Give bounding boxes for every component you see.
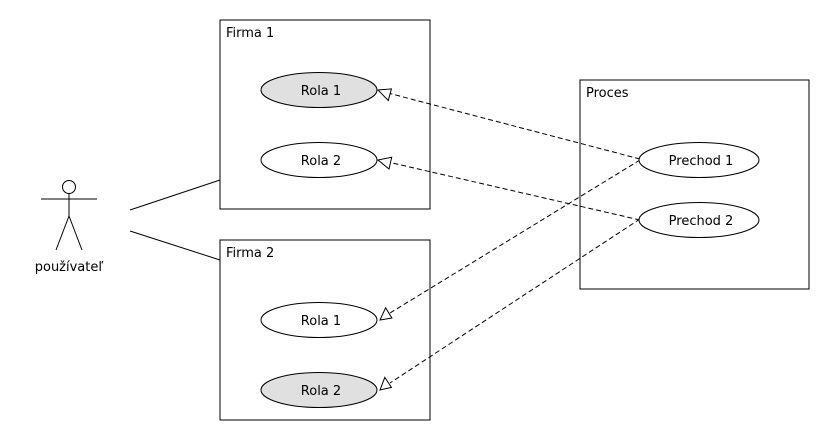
arrowhead-firma-2-rola-2 xyxy=(379,376,393,391)
box-firma-1: Firma 1 xyxy=(219,19,431,210)
arrowhead-firma-2-rola-1 xyxy=(379,306,393,321)
arrowhead-firma-1-rola-2 xyxy=(376,156,393,170)
usecase-firma-2-rola-1: Rola 1 xyxy=(260,302,378,338)
usecase-label: Rola 1 xyxy=(301,314,341,329)
association-firma-1 xyxy=(129,179,221,211)
association-firma-2 xyxy=(129,230,221,261)
box-title-proces: Proces xyxy=(586,86,629,101)
usecase-label: Prechod 2 xyxy=(669,214,734,229)
usecase-label: Rola 1 xyxy=(301,84,341,99)
realization-prechod-2-to-firma-1-rola-2 xyxy=(387,161,641,221)
arrowhead-firma-1-rola-1 xyxy=(376,88,393,102)
usecase-label: Rola 2 xyxy=(301,384,341,399)
actor-user: používateľ xyxy=(35,180,104,275)
usecase-label: Prechod 1 xyxy=(669,154,734,169)
usecase-firma-2-rola-2: Rola 2 xyxy=(260,372,378,408)
usecase-firma-1-rola-2: Rola 2 xyxy=(260,142,378,178)
usecase-prechod-2: Prechod 2 xyxy=(638,202,760,238)
realization-prechod-2-to-firma-2-rola-2 xyxy=(389,218,641,384)
box-firma-2: Firma 2 xyxy=(219,239,431,421)
usecase-prechod-1: Prechod 1 xyxy=(638,142,760,178)
usecase-firma-1-rola-1: Rola 1 xyxy=(260,72,378,108)
box-proces: Proces xyxy=(579,79,810,290)
usecase-label: Rola 2 xyxy=(301,154,341,169)
box-title-firma-2: Firma 2 xyxy=(226,246,274,261)
realization-prechod-1-to-firma-1-rola-1 xyxy=(387,92,641,160)
actor-label: používateľ xyxy=(35,260,104,275)
realization-prechod-1-to-firma-2-rola-1 xyxy=(389,159,641,314)
box-title-firma-1: Firma 1 xyxy=(226,26,274,41)
